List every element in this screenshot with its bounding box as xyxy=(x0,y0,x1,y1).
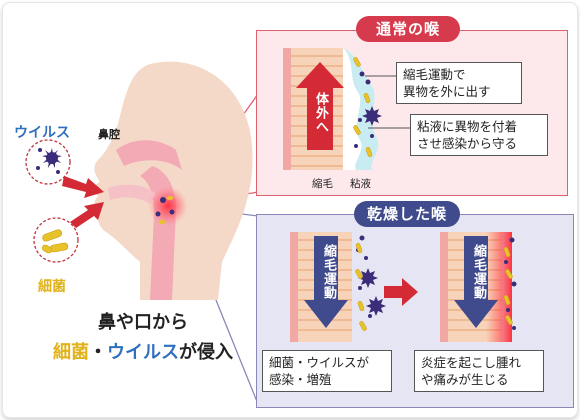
headline-dot: ・ xyxy=(89,342,107,363)
normal-arrow-label: 体外へ xyxy=(313,92,328,134)
panel-dry-title: 乾燥した喉 xyxy=(354,201,460,227)
callout-dry-infection: 細菌・ウイルスが 感染・増殖 xyxy=(262,350,392,392)
label-mucus: 粘液 xyxy=(350,178,371,190)
label-virus: ウイルス xyxy=(14,125,70,141)
label-nasal: 鼻腔 xyxy=(98,128,120,141)
callout-normal-cilia: 縮毛運動で 異物を外に出す xyxy=(396,62,522,104)
headline-line2: 細菌・ウイルスが侵入 xyxy=(38,338,248,368)
headline-line1: 鼻や口から xyxy=(98,312,188,333)
panel-normal-title: 通常の喉 xyxy=(356,16,460,42)
callout-dry-inflammation: 炎症を起こし腫れ や痛みが生じる xyxy=(414,350,544,392)
headline: 鼻や口から 細菌・ウイルスが侵入 xyxy=(38,308,248,368)
label-cilia: 縮毛 xyxy=(312,178,333,190)
label-bacteria: 細菌 xyxy=(38,279,66,295)
dry-arrow-label-right: 縮毛運動 xyxy=(471,244,486,300)
dry-arrow-label-left: 縮毛運動 xyxy=(321,244,336,300)
headline-suffix: が侵入 xyxy=(179,342,233,363)
callout-normal-mucus: 粘液に異物を付着 させ感染から守る xyxy=(410,114,548,156)
headline-virus: ウイルス xyxy=(107,342,179,363)
headline-bacteria: 細菌 xyxy=(53,342,89,363)
